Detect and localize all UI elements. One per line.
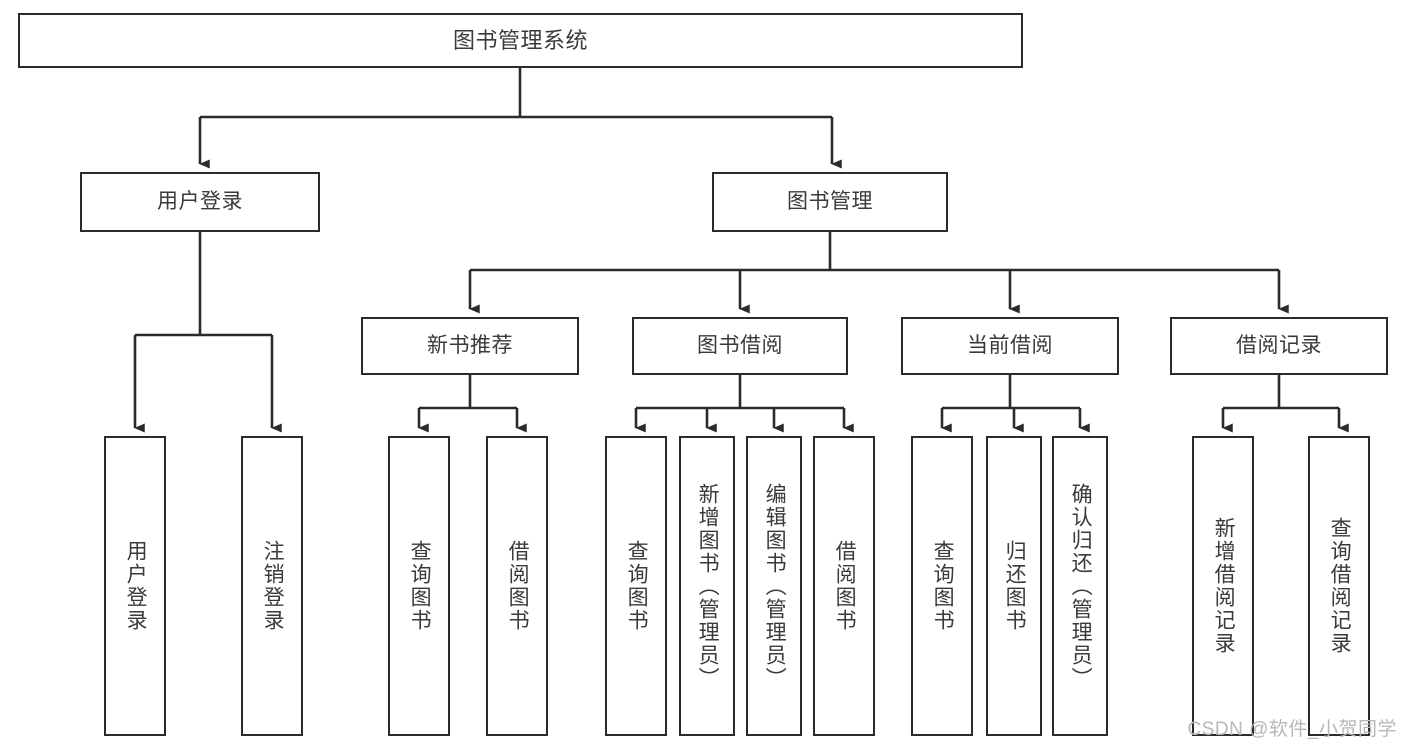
node-leaf-user-login-label: 用户登录 [124,540,148,632]
node-leaf-borrow-book-2[interactable]: 借阅图书 [813,436,875,736]
node-leaf-logout[interactable]: 注销登录 [241,436,303,736]
node-leaf-add-record[interactable]: 新增借阅记录 [1192,436,1254,736]
node-root[interactable]: 图书管理系统 [18,13,1023,68]
node-new-book-rec-label: 新书推荐 [427,333,513,357]
node-book-borrow[interactable]: 图书借阅 [632,317,848,375]
node-borrow-record-label: 借阅记录 [1236,333,1322,357]
node-leaf-query-book-3-label: 查询图书 [931,540,955,632]
watermark: CSDN @软件_小贺同学 [1187,719,1397,740]
node-leaf-return-book[interactable]: 归还图书 [986,436,1042,736]
node-book-borrow-label: 图书借阅 [697,333,783,357]
node-leaf-return-book-label: 归还图书 [1003,540,1027,632]
node-leaf-logout-label: 注销登录 [261,540,285,632]
node-leaf-query-book-2-label: 查询图书 [625,540,649,632]
node-new-book-rec[interactable]: 新书推荐 [361,317,579,375]
node-leaf-borrow-book-2-label: 借阅图书 [833,540,857,632]
node-user-login[interactable]: 用户登录 [80,172,320,232]
node-root-label: 图书管理系统 [452,27,588,53]
node-leaf-query-book-1-label: 查询图书 [408,540,432,632]
node-book-manage-label: 图书管理 [787,189,873,213]
node-leaf-confirm-return[interactable]: 确认归还（管理员） [1052,436,1108,736]
node-user-login-label: 用户登录 [157,189,243,213]
node-leaf-query-record-label: 查询借阅记录 [1328,517,1352,655]
node-leaf-query-book-2[interactable]: 查询图书 [605,436,667,736]
node-leaf-borrow-book-1-label: 借阅图书 [506,540,530,632]
node-leaf-query-book-1[interactable]: 查询图书 [388,436,450,736]
node-current-borrow-label: 当前借阅 [967,333,1053,357]
node-leaf-query-book-3[interactable]: 查询图书 [911,436,973,736]
node-leaf-borrow-book-1[interactable]: 借阅图书 [486,436,548,736]
node-leaf-confirm-return-label: 确认归还（管理员） [1069,482,1093,690]
node-leaf-add-book[interactable]: 新增图书（管理员） [679,436,735,736]
node-leaf-edit-book[interactable]: 编辑图书（管理员） [746,436,802,736]
node-current-borrow[interactable]: 当前借阅 [901,317,1119,375]
node-leaf-add-book-label: 新增图书（管理员） [696,482,720,690]
node-borrow-record[interactable]: 借阅记录 [1170,317,1388,375]
node-leaf-edit-book-label: 编辑图书（管理员） [763,482,787,690]
node-leaf-query-record[interactable]: 查询借阅记录 [1308,436,1370,736]
node-leaf-add-record-label: 新增借阅记录 [1212,517,1236,655]
node-leaf-user-login[interactable]: 用户登录 [104,436,166,736]
node-book-manage[interactable]: 图书管理 [712,172,948,232]
